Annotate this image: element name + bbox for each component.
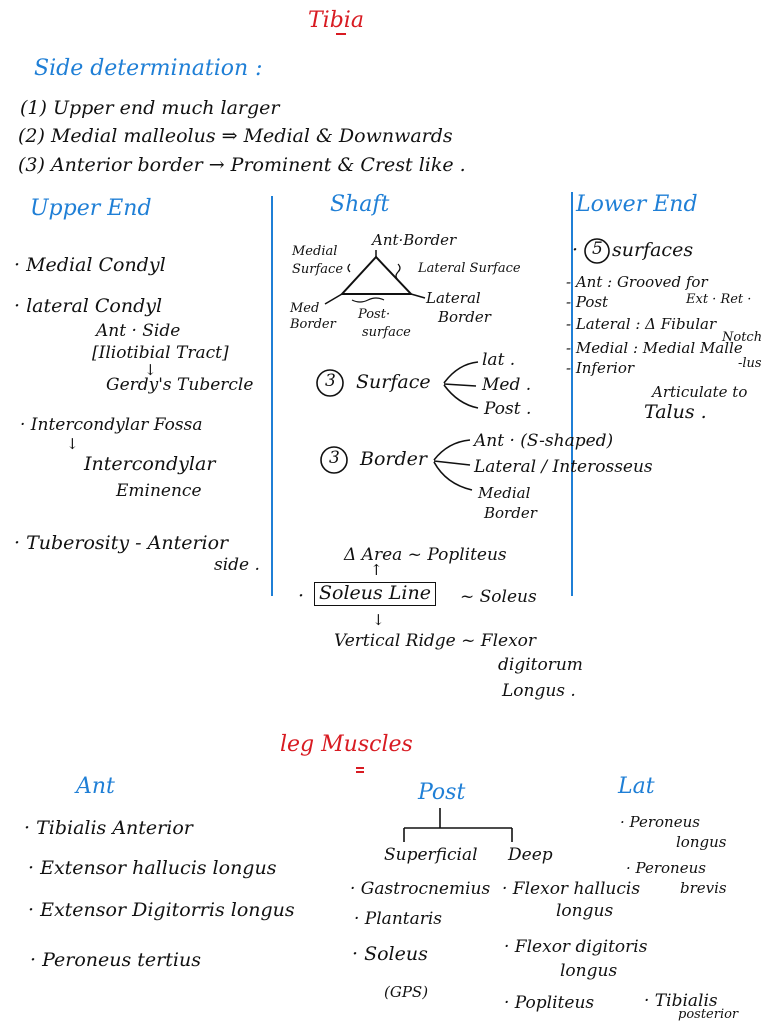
post-deep-3: · Popliteus (504, 993, 595, 1013)
upper-lateral-condyl: · lateral Condyl (14, 295, 163, 317)
post-deep-1b: longus (556, 901, 614, 921)
circle-five (584, 238, 610, 264)
circle-three-surface (316, 369, 344, 397)
lower-ext-ret: Ext · Ret · (686, 292, 752, 307)
lower-medial-lus: -lus (738, 356, 762, 371)
ant-muscle-4: · Peroneus tertius (30, 949, 201, 971)
shaft-digitorum: digitorum (498, 655, 583, 675)
muscles-ant-heading: Ant (76, 774, 115, 799)
shaft-heading: Shaft (330, 192, 390, 217)
circle-three-border (320, 446, 348, 474)
shaft-surface-post: Post . (484, 399, 532, 419)
post-sup-1: · Gastrocnemius (350, 879, 491, 899)
post-deep-2: · Flexor digitoris (504, 937, 648, 957)
shaft-border-medial-border: Border (484, 504, 537, 522)
lower-surfaces: surfaces (612, 239, 694, 261)
muscles-lat-heading: Lat (618, 774, 655, 799)
shaft-surface: Surface (356, 371, 431, 393)
shaft-medial-surface-2: Surface (292, 262, 344, 277)
shaft-lateral-surface: Lateral Surface (418, 261, 521, 276)
shaft-border-medial: Medial (478, 484, 531, 502)
lat-muscle-2b: brevis (680, 879, 727, 897)
muscles-post-heading: Post (418, 780, 466, 805)
shaft-ant-border: Ant·Border (372, 231, 457, 249)
side-determination-heading: Side determination : (34, 56, 263, 81)
upper-eminence: Eminence (116, 481, 202, 501)
lower-notch: Notch (722, 330, 763, 345)
lat-muscle-1: · Peroneus (620, 813, 700, 831)
shaft-med-border-2: Border (290, 317, 336, 332)
shaft-med-border-1: Med (290, 301, 320, 316)
side-point-1: (1) Upper end much larger (20, 97, 280, 119)
lower-five: 5 (592, 239, 603, 259)
lower-medial: - Medial : Medial Malle (566, 339, 743, 357)
upper-arrow-1: ↓ (144, 361, 157, 379)
post-superficial: Superficial (384, 845, 478, 865)
lower-surfaces-dot: · (572, 239, 579, 261)
shaft-surface-lat: lat . (482, 350, 516, 370)
ant-muscle-2: · Extensor hallucis longus (28, 857, 277, 879)
shaft-medial-surface-1: Medial (292, 244, 338, 259)
lat-muscle-1b: longus (676, 833, 727, 851)
shaft-longus: Longus . (502, 681, 576, 701)
shaft-border: Border (360, 448, 427, 470)
upper-intercondylar: Intercondylar (84, 453, 216, 475)
post-deep-2b: longus (560, 961, 618, 981)
shaft-lateral-border-2: Border (438, 308, 491, 326)
side-point-3: (3) Anterior border → Prominent & Crest … (18, 154, 466, 176)
shaft-border-lateral: Lateral / Interosseus (474, 457, 653, 477)
shaft-arrow-down: ↓ (372, 611, 385, 629)
upper-arrow-2: ↓ (66, 435, 79, 453)
lat-muscle-2: · Peroneus (626, 859, 706, 877)
shaft-surface-med: Med . (482, 375, 532, 395)
post-sup-gps: (GPS) (384, 983, 429, 1001)
leg-muscles-title: leg Muscles (280, 732, 413, 757)
shaft-arrow-up: ↑ (370, 561, 383, 579)
shaft-three-surface: 3 (325, 371, 336, 391)
shaft-post-surface-1: Post· (358, 307, 391, 322)
shaft-three-border: 3 (329, 448, 340, 468)
post-deep-4: · Tibialis (644, 991, 718, 1011)
lower-articulate: Articulate to (652, 383, 748, 401)
tibia-cross-section-triangle (339, 255, 414, 295)
ant-muscle-3: · Extensor Digitorris longus (28, 899, 295, 921)
post-sup-3: · Soleus (352, 943, 428, 965)
lower-end-heading: Lower End (576, 192, 698, 217)
post-deep-1: · Flexor hallucis (502, 879, 641, 899)
ant-muscle-1: · Tibialis Anterior (24, 817, 193, 839)
post-sup-2: · Plantaris (354, 909, 443, 929)
upper-iliotibial-tract: [Iliotibial Tract] (92, 343, 229, 363)
post-deep-4b: posterior (678, 1007, 739, 1022)
shaft-soleus: ~ Soleus (460, 587, 537, 607)
shaft-vertical-ridge: Vertical Ridge ~ Flexor (334, 631, 537, 651)
shaft-post-surface-2: surface (362, 325, 411, 340)
lower-inferior: - Inferior (566, 359, 635, 377)
side-point-2: (2) Medial malleolus ⇒ Medial & Downward… (18, 125, 453, 147)
upper-intercondylar-fossa: · Intercondylar Fossa (20, 415, 203, 435)
upper-gerdys-tubercle: Gerdy's Tubercle (106, 375, 254, 395)
upper-tuberosity: · Tuberosity - Anterior (14, 532, 229, 554)
shaft-lateral-border-1: Lateral (426, 289, 481, 307)
lower-lateral: - Lateral : Δ Fibular (566, 315, 717, 333)
upper-side-word: side . (214, 555, 260, 575)
lower-ant: - Ant : Grooved for (566, 273, 708, 291)
shaft-soleus-dot: · (298, 585, 305, 607)
lower-post: - Post (566, 293, 609, 311)
upper-ant-side: Ant · Side (96, 321, 181, 341)
shaft-border-ant: Ant · (S-shaped) (474, 431, 614, 451)
shaft-area-popliteus: Δ Area ~ Popliteus (344, 545, 507, 565)
lower-talus: Talus . (644, 401, 707, 423)
post-deep: Deep (508, 845, 553, 865)
shaft-soleus-line: Soleus Line (314, 582, 436, 606)
upper-end-heading: Upper End (30, 196, 152, 221)
upper-medial-condyl: · Medial Condyl (14, 254, 166, 276)
page-title: Tibia (308, 8, 364, 33)
